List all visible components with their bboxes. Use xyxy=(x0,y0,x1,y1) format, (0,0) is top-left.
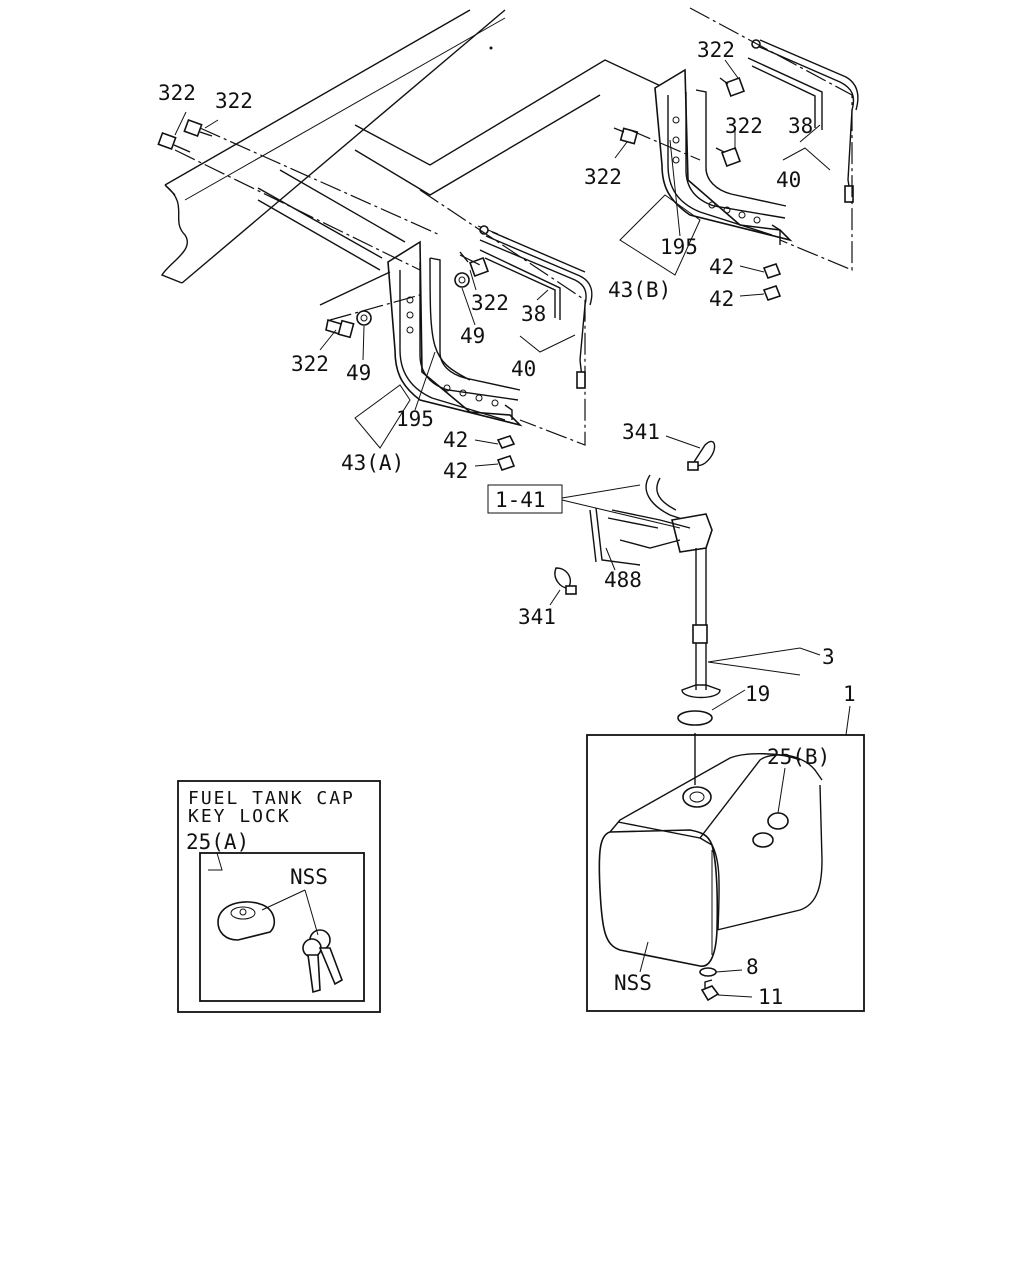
label-488: 488 xyxy=(604,568,642,592)
label-38: 38 xyxy=(788,114,813,138)
label-38: 38 xyxy=(521,302,546,326)
locking-cap xyxy=(217,901,276,941)
label-8: 8 xyxy=(746,955,759,979)
label-322: 322 xyxy=(471,291,509,315)
cap-keys xyxy=(302,929,343,994)
label-322: 322 xyxy=(697,38,735,62)
label-49: 49 xyxy=(460,324,485,348)
chassis-frame-rail xyxy=(160,9,506,284)
fuel-tank-frame-box xyxy=(586,734,865,1012)
label-nss-tank: NSS xyxy=(614,971,652,995)
label-322: 322 xyxy=(584,165,622,189)
gauge-packing-ring xyxy=(677,710,713,726)
bolt-group-b xyxy=(613,77,745,167)
label-1-41: 1-41 xyxy=(495,488,546,512)
label-3: 3 xyxy=(822,645,835,669)
frame-bolts xyxy=(157,118,213,153)
label-1: 1 xyxy=(843,682,856,706)
inset-title-line2: KEY LOCK xyxy=(188,806,291,827)
drain-washer xyxy=(699,967,717,977)
cross-member xyxy=(257,59,681,271)
label-322: 322 xyxy=(725,114,763,138)
label-40: 40 xyxy=(511,357,536,381)
label-341: 341 xyxy=(518,605,556,629)
label-195: 195 xyxy=(660,235,698,259)
label-322: 322 xyxy=(158,81,196,105)
hose-clip-lower xyxy=(554,567,577,595)
label-43a: 43(A) xyxy=(341,451,404,475)
label-42: 42 xyxy=(709,255,734,279)
nut-pair-b xyxy=(762,263,782,301)
label-11: 11 xyxy=(758,985,783,1009)
label-42: 42 xyxy=(443,459,468,483)
bracket-43a-assembly xyxy=(387,240,523,427)
assembly-center-lines xyxy=(174,7,853,446)
label-322: 322 xyxy=(291,352,329,376)
inset-inner-box xyxy=(199,852,365,1002)
fuel-gauge-unit xyxy=(589,474,721,699)
inset-title-line1: FUEL TANK CAP xyxy=(188,788,355,809)
label-49: 49 xyxy=(346,361,371,385)
label-43b: 43(B) xyxy=(608,278,671,302)
bracket-43b-assembly xyxy=(654,68,793,245)
label-341: 341 xyxy=(622,420,660,444)
label-25a: 25(A) xyxy=(186,830,249,854)
label-25b: 25(B) xyxy=(767,745,830,769)
label-40: 40 xyxy=(776,168,801,192)
label-19: 19 xyxy=(745,682,770,706)
bolt-group-a xyxy=(319,251,489,339)
label-42: 42 xyxy=(709,287,734,311)
leader-lines xyxy=(174,59,851,998)
nut-pair-a xyxy=(496,435,516,471)
ref-1-41-box xyxy=(487,484,563,514)
label-nss-key: NSS xyxy=(290,865,328,889)
label-195: 195 xyxy=(396,407,434,431)
hose-clip-upper xyxy=(687,440,716,471)
label-322: 322 xyxy=(215,89,253,113)
label-42: 42 xyxy=(443,428,468,452)
inset-frame-box xyxy=(177,780,381,1013)
drain-plug xyxy=(700,979,720,1002)
